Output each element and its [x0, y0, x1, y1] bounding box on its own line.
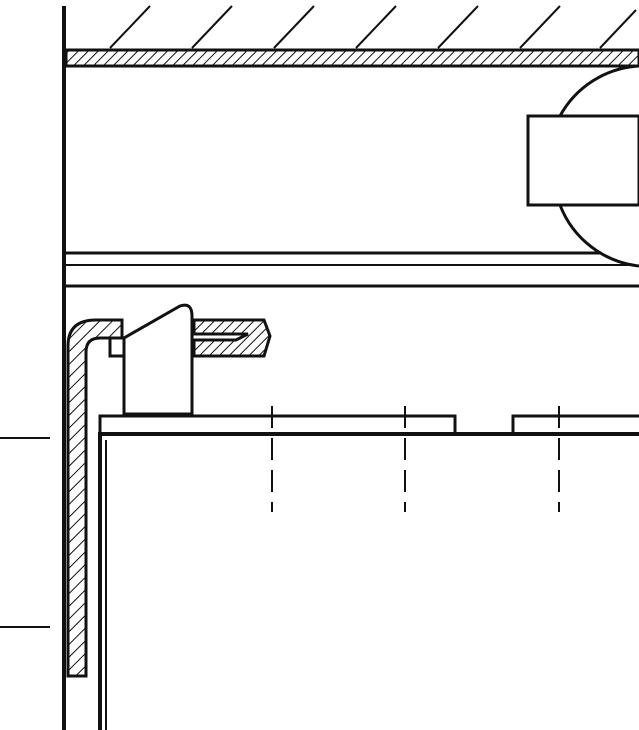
ceiling-hatching — [109, 5, 637, 49]
ceiling-plate — [64, 48, 639, 68]
dimension-marks — [0, 437, 50, 628]
hatched-bracket — [66, 318, 124, 678]
door-panel — [98, 414, 639, 730]
hatched-tab — [192, 318, 272, 358]
center-lines — [271, 406, 560, 512]
clip-block — [108, 303, 194, 416]
upper-profile — [64, 251, 639, 288]
roller-wheel — [526, 64, 639, 268]
